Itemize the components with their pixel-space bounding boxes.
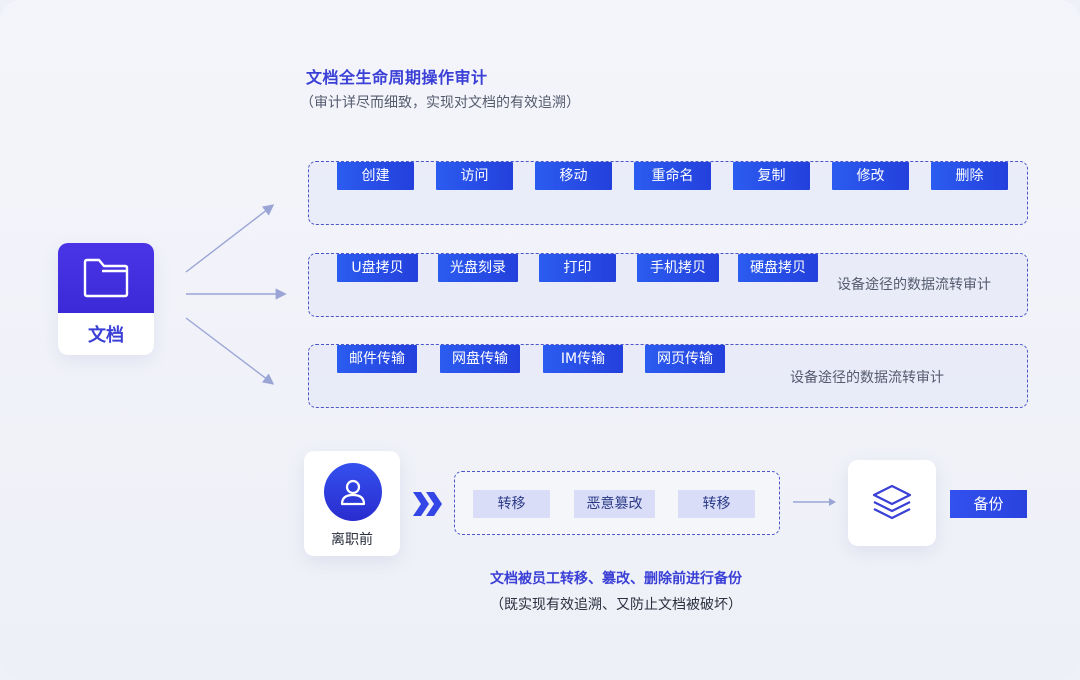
folder-icon [83, 258, 129, 298]
tag-delete: 删除 [931, 162, 1008, 190]
footer-title: 文档被员工转移、篡改、删除前进行备份 [490, 571, 742, 587]
tag-phone-copy: 手机拷贝 [637, 254, 719, 282]
user-icon [340, 479, 366, 506]
layers-icon [872, 484, 912, 520]
resign-label: 离职前 [331, 532, 373, 548]
tag-copy: 复制 [733, 162, 810, 190]
operation-row-2: U盘拷贝 光盘刻录 打印 手机拷贝 硬盘拷贝 设备途径的数据流转审计 [308, 253, 1028, 317]
avatar-circle [324, 463, 382, 521]
tag-disk-copy: 硬盘拷贝 [738, 254, 818, 282]
tag-netdisk-transfer: 网盘传输 [440, 345, 520, 373]
diagram-subtitle: （审计详尽而细致，实现对文档的有效追溯） [300, 95, 580, 111]
document-card: 文档 [58, 243, 154, 355]
tag-create: 创建 [337, 162, 414, 190]
double-chevron-icon [413, 492, 442, 516]
tag-web-transfer: 网页传输 [645, 345, 725, 373]
tag-transfer-1: 转移 [473, 490, 550, 518]
diagram-title: 文档全生命周期操作审计 [306, 68, 488, 87]
row-2-note: 设备途径的数据流转审计 [837, 277, 991, 293]
tag-modify: 修改 [832, 162, 909, 190]
resign-card: 离职前 [304, 451, 400, 556]
row-3-note: 设备途径的数据流转审计 [790, 370, 944, 386]
operation-row-1: 创建 访问 移动 重命名 复制 修改 删除 [308, 161, 1028, 225]
operation-row-3: 邮件传输 网盘传输 IM传输 网页传输 设备途径的数据流转审计 [308, 344, 1028, 408]
arrow-to-backup [793, 498, 836, 506]
backup-tag: 备份 [950, 490, 1027, 518]
backup-card [848, 460, 936, 546]
tag-transfer-2: 转移 [678, 490, 755, 518]
document-card-header [58, 243, 154, 313]
tag-email-transfer: 邮件传输 [337, 345, 417, 373]
arrow-to-row-3 [185, 317, 275, 385]
tag-rename: 重命名 [634, 162, 711, 190]
transfer-box: 转移 恶意篡改 转移 [454, 471, 780, 535]
arrow-to-row-1 [185, 204, 275, 273]
tag-usb-copy: U盘拷贝 [337, 254, 418, 282]
tag-print: 打印 [539, 254, 616, 282]
footer-subtitle: （既实现有效追溯、又防止文档被破坏） [490, 597, 742, 613]
tag-malicious-tamper: 恶意篡改 [574, 490, 655, 518]
tag-disc-burn: 光盘刻录 [438, 254, 518, 282]
tag-access: 访问 [436, 162, 513, 190]
tag-im-transfer: IM传输 [543, 345, 623, 373]
tag-move: 移动 [535, 162, 612, 190]
document-label: 文档 [88, 325, 124, 346]
